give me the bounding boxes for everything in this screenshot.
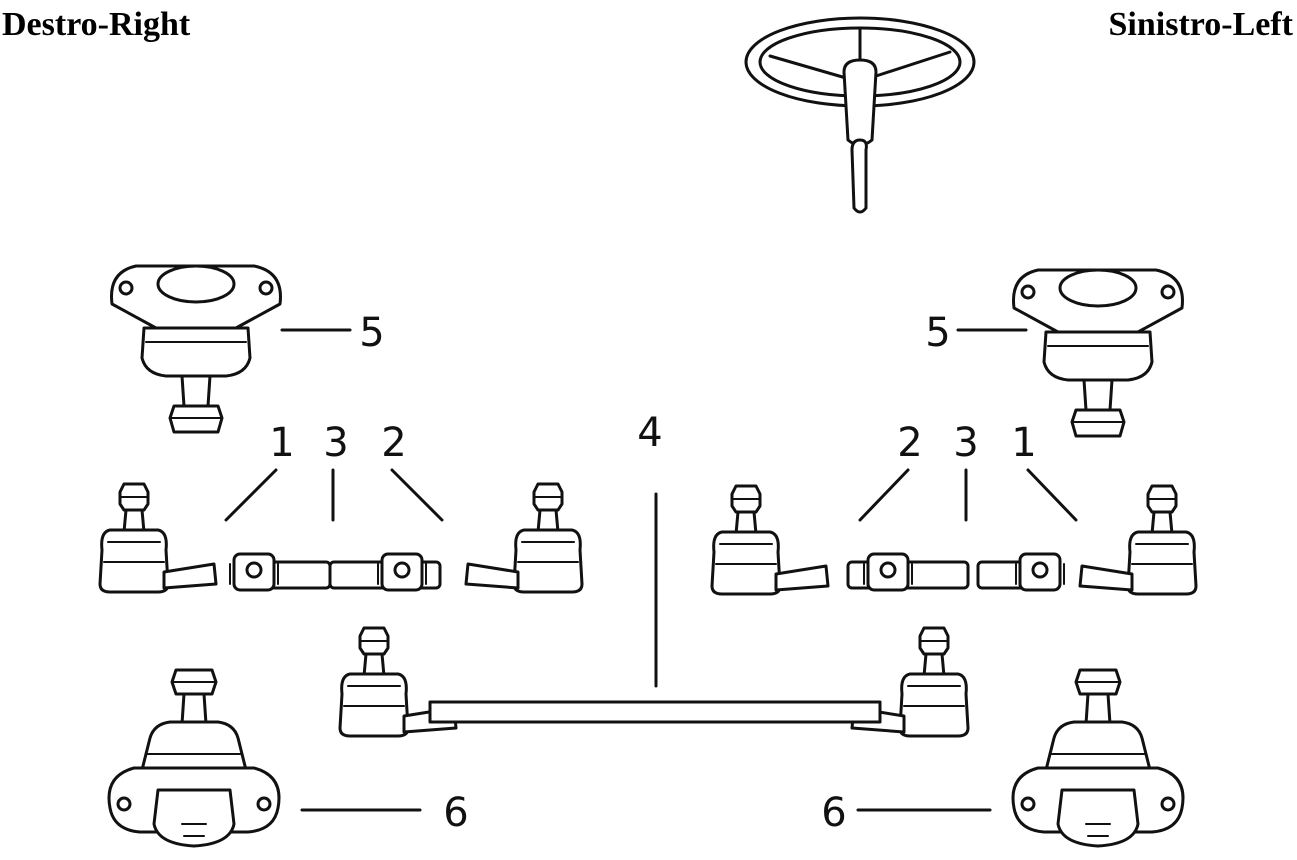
callout-5-right: 5: [359, 310, 384, 356]
callout-2-right: 2: [381, 420, 406, 466]
label-destro-right: Destro-Right: [2, 6, 191, 43]
callout-3-left: 3: [953, 420, 978, 466]
callout-6-left: 6: [821, 790, 846, 836]
label-sinistro-left: Sinistro-Left: [1108, 6, 1293, 43]
callout-3-right: 3: [323, 420, 348, 466]
callout-1-left: 1: [1011, 420, 1036, 466]
callout-4: 4: [637, 410, 662, 456]
tie-rod-assembly-right: [98, 482, 584, 594]
steering-wheel: [744, 16, 976, 214]
ball-joint-upper-right: [110, 264, 282, 434]
callout-6-right: 6: [443, 790, 468, 836]
ball-joint-upper-left: [1012, 268, 1184, 438]
leader-lines: [224, 328, 1078, 812]
callout-2-left: 2: [897, 420, 922, 466]
ball-joint-lower-right: [107, 668, 281, 848]
center-drag-link: [338, 626, 970, 738]
callout-1-right: 1: [269, 420, 294, 466]
tie-rod-assembly-left: [710, 484, 1198, 596]
ball-joint-lower-left: [1011, 668, 1185, 848]
callout-5-left: 5: [925, 310, 950, 356]
